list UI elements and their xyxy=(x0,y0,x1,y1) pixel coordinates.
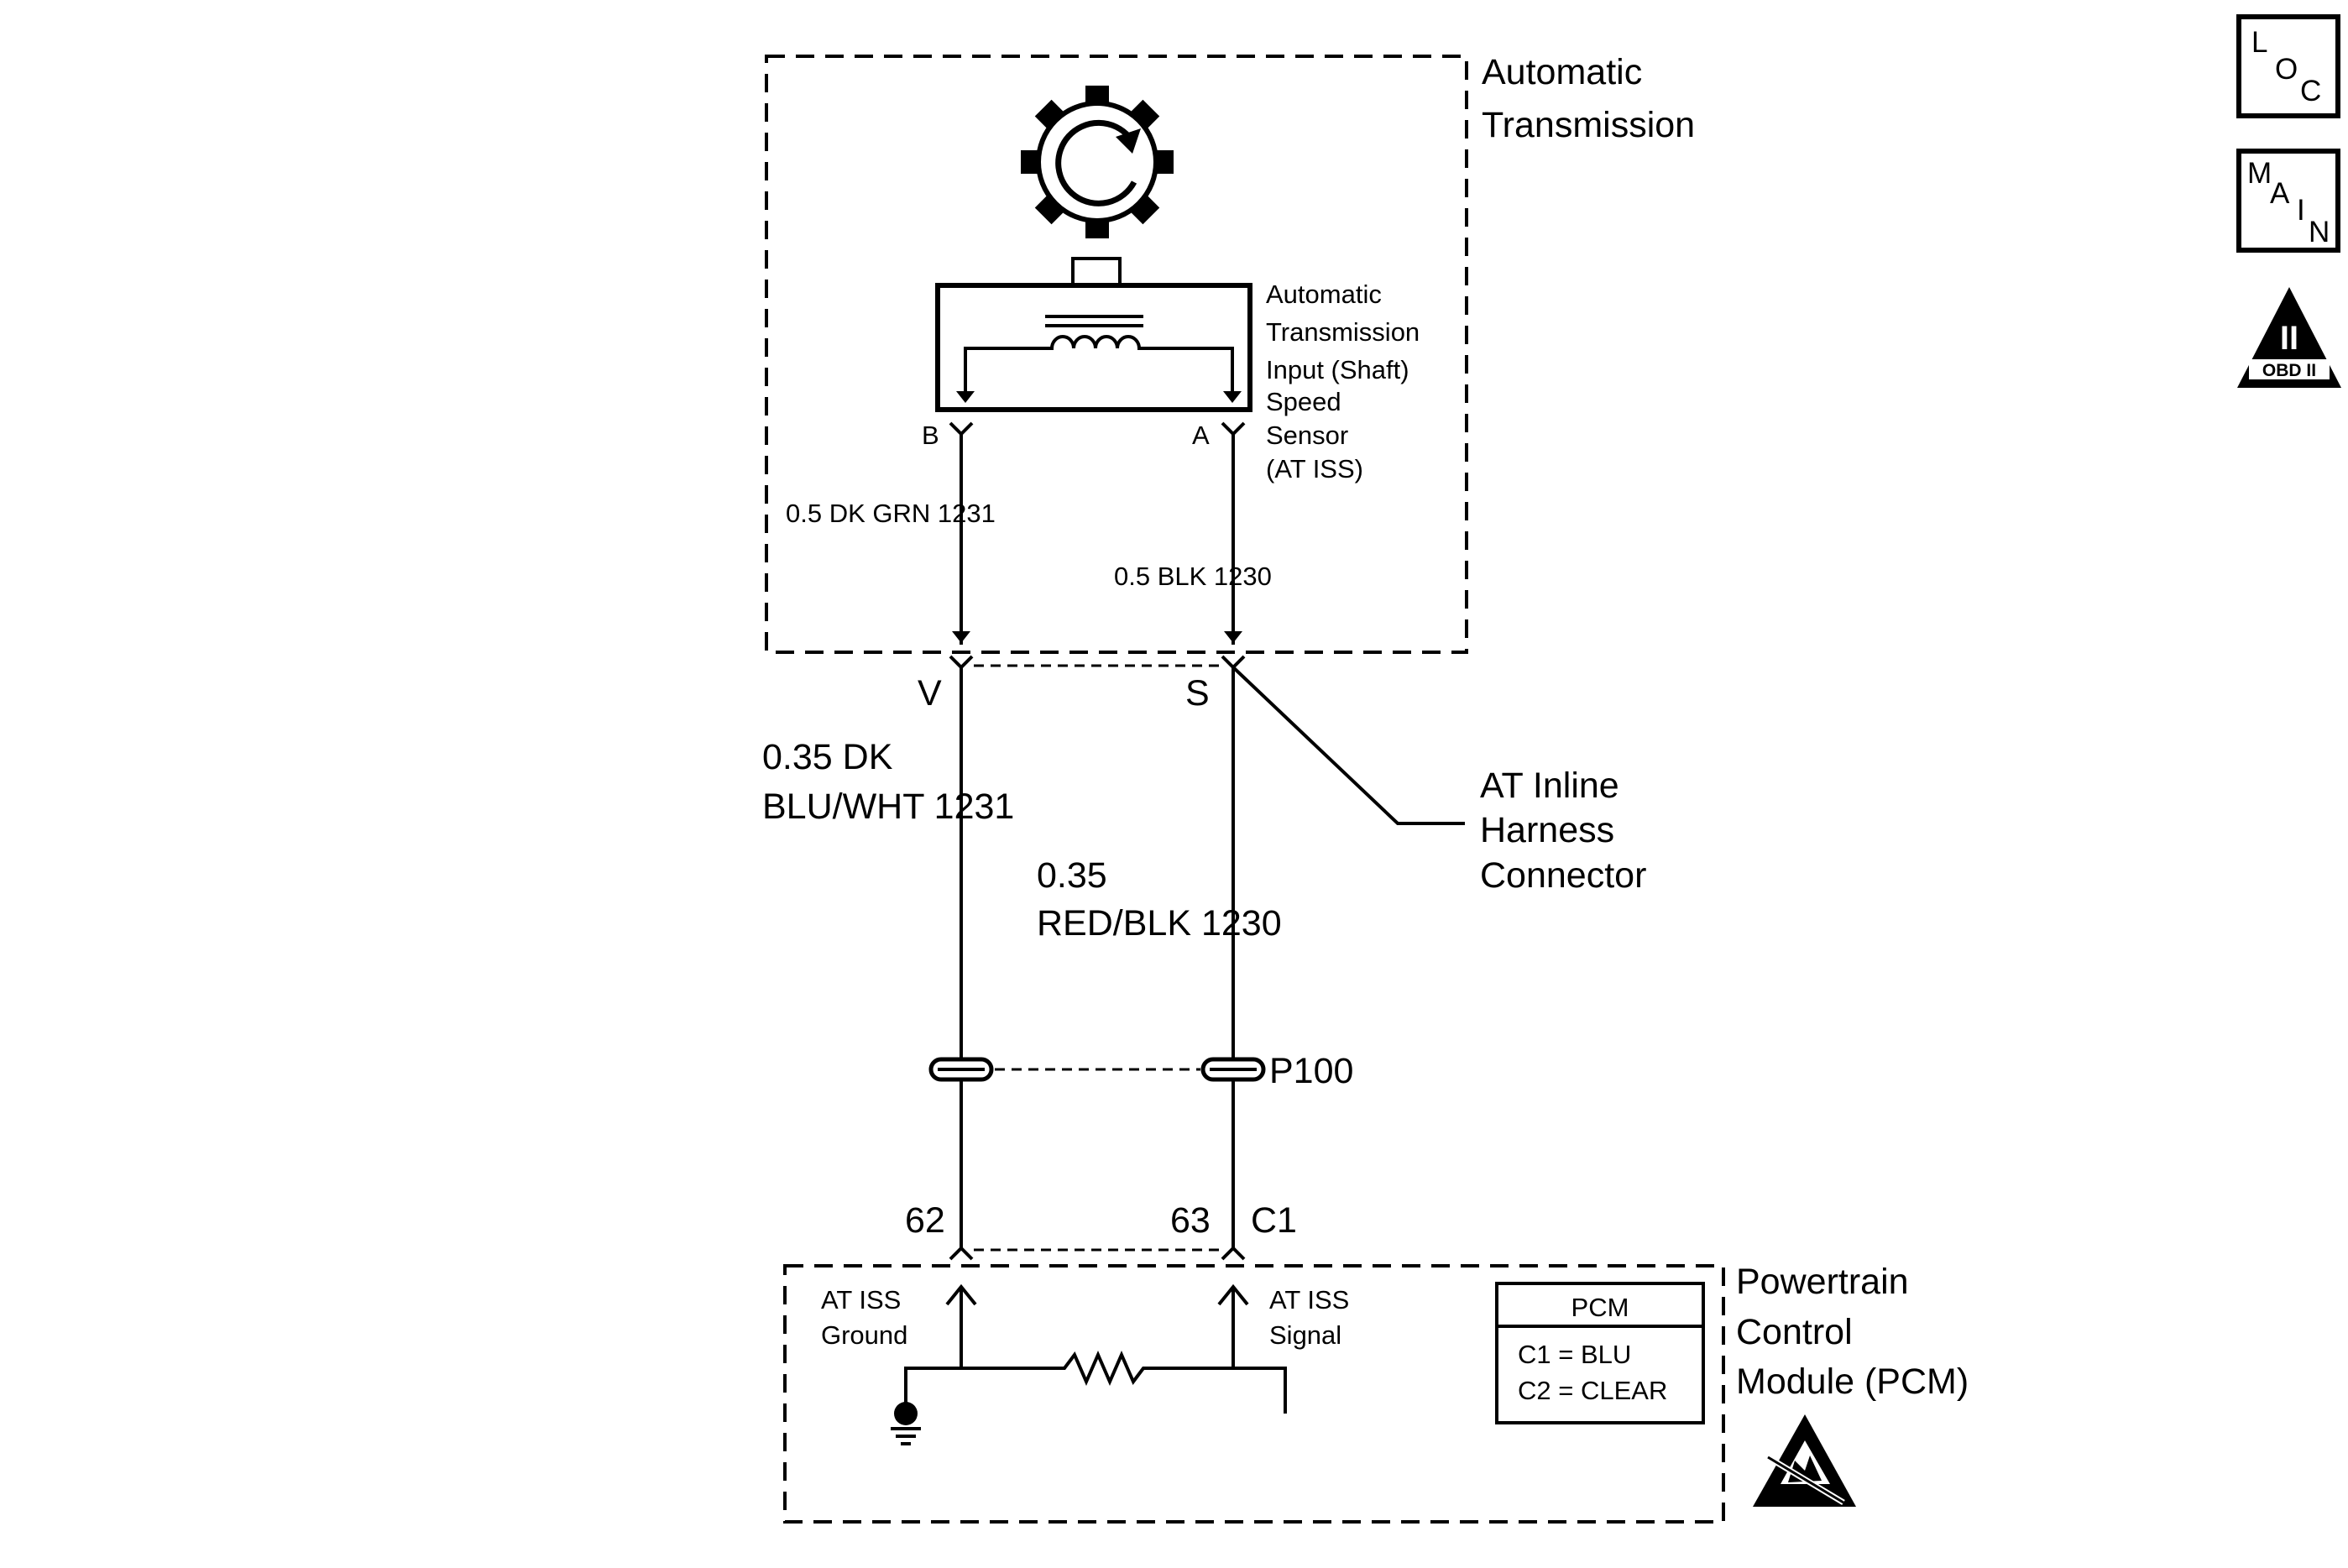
svg-text:PCM: PCM xyxy=(1571,1293,1629,1322)
svg-text:(AT ISS): (AT ISS) xyxy=(1266,454,1363,483)
svg-text:AT ISS: AT ISS xyxy=(821,1285,901,1315)
connector-label: AT Inline Harness Connector xyxy=(1480,766,1646,896)
svg-text:OBD II: OBD II xyxy=(2262,361,2316,380)
pin-v-label: V xyxy=(918,673,942,713)
loc-icon[interactable]: L O C xyxy=(2236,14,2340,118)
pcm-signal-label: AT ISS Signal xyxy=(1269,1285,1349,1350)
wire-1230-label: 0.35 RED/BLK 1230 xyxy=(1037,855,1282,943)
transmission-boundary xyxy=(765,55,1468,654)
svg-text:BLU/WHT 1231: BLU/WHT 1231 xyxy=(762,787,1014,827)
svg-text:Harness: Harness xyxy=(1480,810,1614,850)
pcm-connector-legend: PCM C1 = BLU C2 = CLEAR xyxy=(1495,1282,1705,1424)
pin-a-label: A xyxy=(1192,421,1210,450)
pin-63-label: 63 xyxy=(1170,1200,1211,1241)
wire-1231-label: 0.35 DK BLU/WHT 1231 xyxy=(762,737,1014,827)
wire-1230-inner-label: 0.5 BLK 1230 xyxy=(1114,562,1272,591)
pcm-internal-circuit xyxy=(891,1283,1287,1445)
sensor-tip xyxy=(1071,257,1122,287)
transmission-title-line1: Automatic xyxy=(1482,52,1642,92)
svg-text:Control: Control xyxy=(1736,1312,1853,1352)
svg-text:C2 = CLEAR: C2 = CLEAR xyxy=(1518,1376,1667,1405)
main-icon[interactable]: M A I N xyxy=(2236,149,2340,253)
obd-ii-icon[interactable]: OBD II II xyxy=(2237,287,2341,388)
sensor-coil-icon xyxy=(956,315,1242,403)
svg-text:Powertrain: Powertrain xyxy=(1736,1262,1909,1302)
svg-text:L: L xyxy=(2251,26,2267,59)
svg-text:N: N xyxy=(2309,216,2330,248)
pcm-title: Powertrain Control Module (PCM) xyxy=(1736,1262,1969,1402)
svg-text:Ground: Ground xyxy=(821,1320,907,1350)
esd-warning-icon xyxy=(1753,1414,1856,1507)
sensor-label: Automatic Transmission Input (Shaft) Spe… xyxy=(1266,280,1420,483)
svg-text:C1 = BLU: C1 = BLU xyxy=(1518,1340,1631,1369)
reluctor-wheel-icon xyxy=(1021,86,1174,238)
pcm-boundary xyxy=(783,1264,1725,1524)
svg-text:Sensor: Sensor xyxy=(1266,421,1348,450)
conn-c1-label: C1 xyxy=(1251,1200,1297,1241)
svg-text:RED/BLK 1230: RED/BLK 1230 xyxy=(1037,903,1282,943)
svg-text:Speed: Speed xyxy=(1266,387,1341,416)
p100-label: P100 xyxy=(1269,1051,1353,1091)
svg-text:Automatic: Automatic xyxy=(1266,280,1382,309)
svg-text:C: C xyxy=(2300,75,2321,107)
svg-text:0.35 DK: 0.35 DK xyxy=(762,737,893,777)
pin-62-label: 62 xyxy=(905,1200,945,1241)
pin-b-label: B xyxy=(922,421,939,450)
svg-text:Transmission: Transmission xyxy=(1266,317,1420,347)
svg-text:Connector: Connector xyxy=(1480,855,1646,896)
inline-connector xyxy=(949,655,1246,670)
pin-s-label: S xyxy=(1185,673,1210,713)
pcm-ground-label: AT ISS Ground xyxy=(821,1285,907,1350)
svg-text:Signal: Signal xyxy=(1269,1320,1341,1350)
svg-text:M: M xyxy=(2247,157,2272,190)
svg-text:Module (PCM): Module (PCM) xyxy=(1736,1362,1969,1402)
svg-text:AT Inline: AT Inline xyxy=(1480,766,1619,806)
svg-text:AT ISS: AT ISS xyxy=(1269,1285,1349,1315)
ground-icon xyxy=(894,1402,918,1425)
wire-1231-inner-label: 0.5 DK GRN 1231 xyxy=(786,499,996,528)
svg-text:O: O xyxy=(2275,53,2298,86)
svg-text:A: A xyxy=(2270,177,2290,210)
transmission-title-line2: Transmission xyxy=(1482,105,1695,145)
svg-text:Input (Shaft): Input (Shaft) xyxy=(1266,355,1409,384)
svg-text:I: I xyxy=(2297,194,2305,227)
p100-splice xyxy=(928,1057,1266,1082)
svg-text:0.35: 0.35 xyxy=(1037,855,1107,896)
svg-text:II: II xyxy=(2280,320,2298,357)
